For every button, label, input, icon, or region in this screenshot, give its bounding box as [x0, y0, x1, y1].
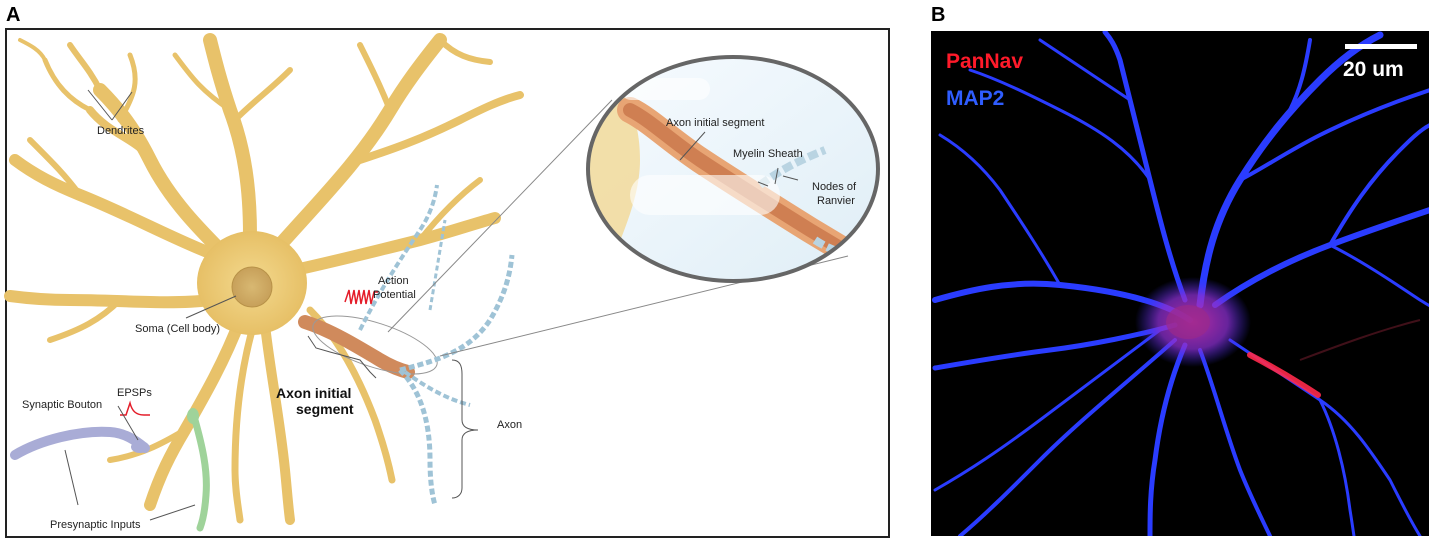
scale-bar-label: 20 um [1343, 58, 1404, 81]
inset-nodes-label-line1: Nodes of [812, 181, 857, 193]
inset-myelin-label: Myelin Sheath [733, 148, 803, 160]
ais-label-line2: segment [296, 401, 354, 417]
synaptic-bouton [131, 441, 149, 453]
nucleus [232, 267, 272, 307]
panel-b-letter: B [931, 4, 945, 26]
panel-a: A [6, 4, 889, 537]
action-potential-label-1: Action [378, 275, 409, 287]
stain-pannav-label: PanNav [946, 50, 1023, 73]
inset-ais-label: Axon initial segment [666, 117, 764, 129]
panel-b: B [931, 4, 1430, 536]
dendrites-label: Dendrites [97, 125, 145, 137]
action-potential-label-2: Potential [373, 289, 416, 301]
scale-bar [1345, 44, 1417, 49]
presynaptic-inputs-label: Presynaptic Inputs [50, 519, 141, 531]
presynaptic-terminal [187, 408, 199, 424]
epsps-label: EPSPs [117, 387, 152, 399]
stain-map2-label: MAP2 [946, 87, 1004, 110]
ais-label-line1: Axon initial [276, 385, 351, 401]
panel-a-letter: A [6, 4, 20, 26]
soma-label: Soma (Cell body) [135, 323, 220, 335]
synaptic-bouton-label: Synaptic Bouton [22, 399, 102, 411]
axon-label: Axon [497, 419, 522, 431]
inset-nodes-label-line2: Ranvier [817, 195, 855, 207]
